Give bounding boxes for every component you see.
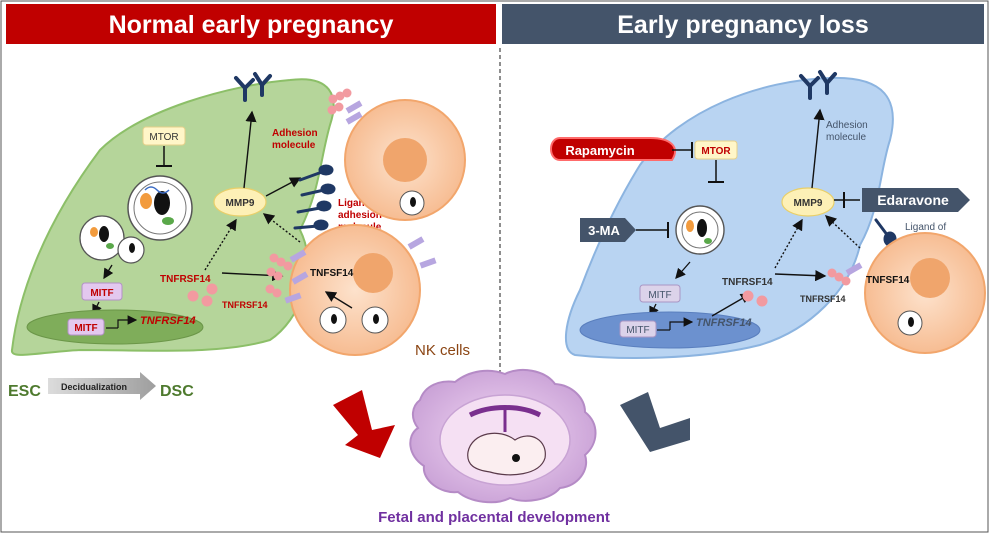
receptor-cluster-bottom-left [265,236,437,304]
autophagosome-small-1-orange [90,227,98,237]
organelle-orange-right [686,220,694,232]
autophagosome-inner-left [133,181,187,235]
tnfrsf14-gene-right: TNFRSF14 [696,317,752,329]
decidualization-arrow [48,372,156,400]
right-header-bar [502,4,984,44]
organelle-green-right [704,238,712,244]
edaravone-label: Edaravone [877,192,949,208]
organelle-blue-left [144,186,170,194]
tnfrsf14-dot-1-right [742,290,754,302]
placenta-illustration [409,368,597,504]
organelle-green-left [162,217,174,225]
rapamycin-pill [550,137,677,161]
decidualization-label: Decidualization [61,382,127,392]
mitf-label-right: MITF [648,290,671,301]
mtor-box-right [694,140,738,160]
nk-cell-top-nucleus [383,138,427,182]
tnfrsf14-dot-3-left [206,283,218,295]
nk-autophagosome-2-core [373,314,379,324]
arrow-mmp9-to-adhesion-right [811,108,825,189]
adhesion-molecule-icon-right [799,70,837,100]
right-title: Early pregnancy loss [617,11,869,39]
left-header-bar [6,4,496,44]
mitf-nucleus-box-right [619,320,657,338]
organelle-orange-left [140,193,152,209]
mtor-label-right: MTOR [701,146,731,157]
transcription-arrow-right [669,317,694,330]
mitf-box-left [81,282,123,301]
ligand-icons-left [293,164,336,231]
esc-label: ESC [8,383,41,400]
nk-cell-bottom-nucleus [353,253,393,293]
arrow-tnfsf14-from-autophagy [324,291,353,309]
tnfrsf14-label-lower-left: TNFRSF14 [222,300,268,310]
left-title: Normal early pregnancy [109,11,394,39]
mmp9-ellipse-left [213,187,267,217]
tnfsf14-label-left: TNFSF14 [310,268,354,279]
mmp9-ellipse-right [781,187,835,217]
dsc-label: DSC [160,383,194,400]
mitf-nucleus-label-right: MITF [626,325,649,336]
edaravone-tag [862,188,970,212]
tnfrsf14-label-right: TNFRSF14 [722,277,773,288]
receptor-cluster-top-left [327,88,363,125]
nk-right-autophagosome-core [908,317,914,327]
mtor-box-left [142,126,186,146]
transcription-arrow-left [117,315,138,328]
mtor-label-left: MTOR [149,132,178,143]
mitf-nucleus-box-left [67,318,105,336]
receptor-cluster-right [827,262,863,286]
tnfrsf14-label-left: TNFRSF14 [160,274,211,285]
arrow-to-receptor-right [774,270,827,282]
tnfsf14-label-right: TNFSF14 [866,275,910,286]
nk-cell-bottom-left [289,224,421,356]
arrow-to-mitf-left [103,264,114,280]
tnfrsf14-dot-2-left [201,295,213,307]
autophagosome-small-2-core [129,243,135,253]
arrow-mmp9-to-ligand-left [265,177,302,197]
ligand-icon-right [874,218,897,247]
nk-autophagosome-1-core [331,314,337,324]
rapamycin-label: Rapamycin [565,143,634,158]
mmp9-label-left: MMP9 [226,198,255,209]
mitf-box-right [639,284,681,303]
bottom-caption: Fetal and placental development [378,509,610,526]
tnfrsf14-label-lower-right: TNFRSF14 [800,294,846,304]
autophagosome-small-1-green [106,243,114,249]
nk-cell-right-nucleus [910,258,950,298]
mitf-label-left: MITF [90,288,113,299]
promote-arrow-icon [333,390,395,458]
three-ma-label: 3-MA [588,223,620,238]
arrow-mmp9-to-adhesion-left [243,110,257,189]
adhesion-molecule-icon-left [234,72,272,102]
autophagosome-inner-right [681,211,719,249]
inhibit-arrow-icon [620,392,690,452]
nk-cells-label: NK cells [415,342,470,359]
dotted-arrow-to-mmp9-left-1 [204,218,237,271]
nk-top-autophagosome-core [410,197,416,207]
mitf-nucleus-label-left: MITF [74,323,97,334]
dotted-arrow-to-mmp9-right-1 [774,218,803,269]
three-ma-tag [580,218,636,242]
tnfrsf14-gene-left: TNFRSF14 [140,315,196,327]
tnfrsf14-dot-1-left [187,290,199,302]
autophagosome-core-right [697,219,707,237]
autophagosome-core-left [154,191,170,215]
arrow-to-mitf-right [675,261,691,279]
autophagosome-small-1-core [99,226,109,242]
mmp9-label-right: MMP9 [794,198,823,209]
tnfrsf14-dot-2-right [756,295,768,307]
